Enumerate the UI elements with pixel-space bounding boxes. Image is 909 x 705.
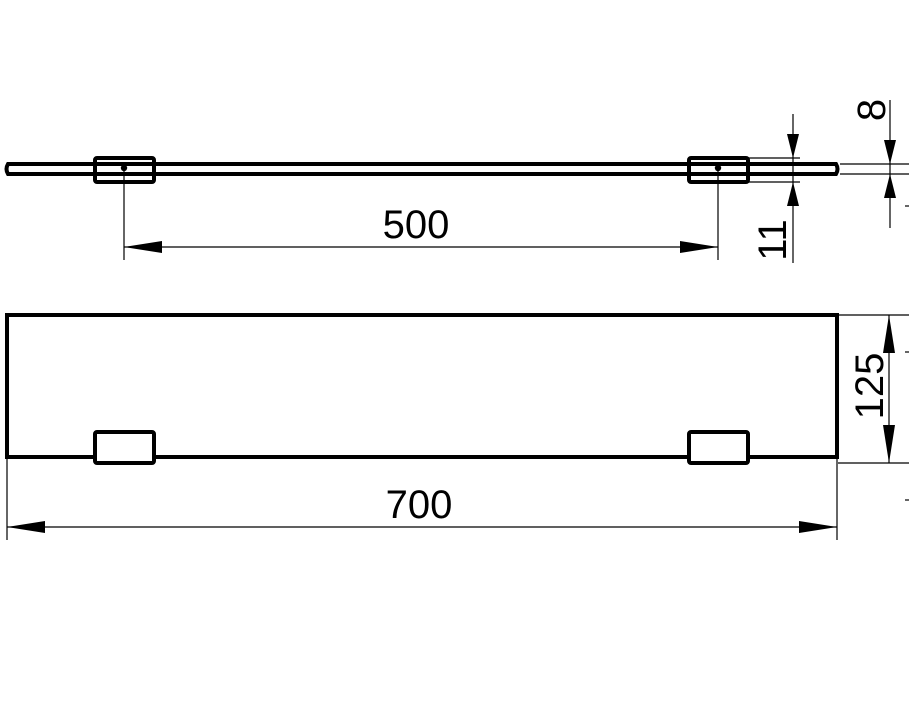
dimension-label-500: 500 — [383, 203, 450, 247]
dimension-125: 125 — [838, 314, 909, 464]
right-bracket-plan — [687, 430, 750, 465]
shelf-plan-outline — [5, 313, 839, 459]
dimension-label-700: 700 — [386, 483, 453, 527]
side-view: 500 11 8 — [4, 99, 909, 263]
dimension-label-11: 11 — [751, 219, 795, 261]
dimension-11: 11 — [748, 114, 800, 263]
plan-view: 125 700 — [5, 205, 909, 540]
dimension-label-125: 125 — [848, 353, 892, 420]
dimension-8: 8 — [840, 99, 909, 228]
left-bracket-plan — [93, 430, 156, 465]
dimension-label-8: 8 — [850, 99, 894, 121]
shelf-side-profile — [4, 162, 840, 176]
dimension-700: 700 — [6, 457, 838, 540]
dimension-500: 500 — [123, 168, 719, 260]
